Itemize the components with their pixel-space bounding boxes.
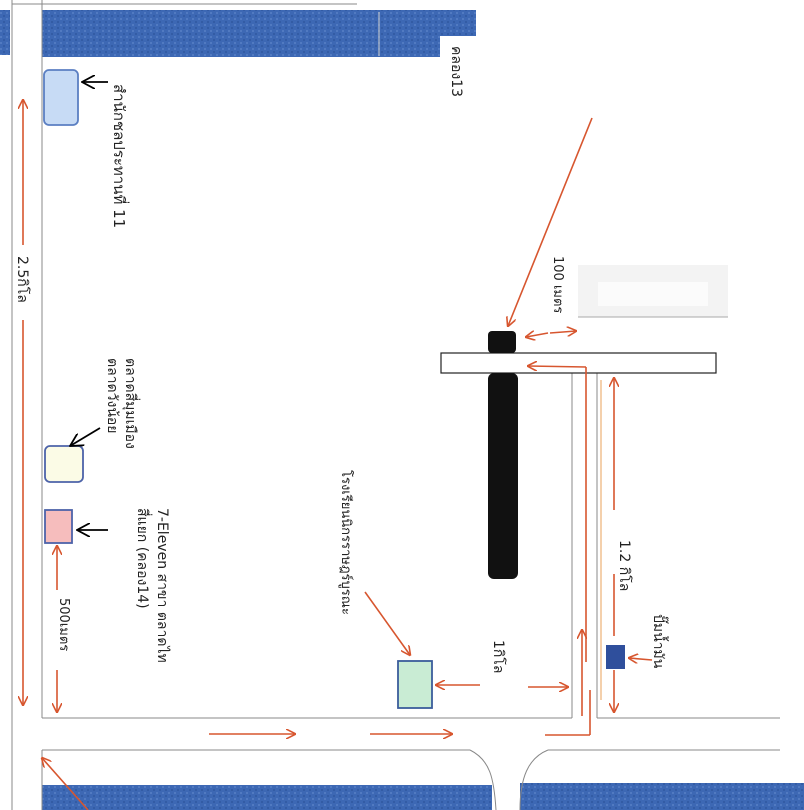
- office-label: สำนักชลประทานที่ 11: [110, 84, 130, 228]
- distance-100m-label: 100 เมตร: [550, 256, 565, 313]
- office-marker: [43, 69, 79, 126]
- black-pointer-arrows: [70, 82, 108, 530]
- red-route-arrows: [23, 100, 653, 810]
- seven-eleven-marker: [44, 509, 73, 544]
- top-road-band: [42, 10, 476, 57]
- school-marker: [397, 660, 433, 709]
- destination-building: [488, 373, 518, 579]
- market-label-1: ตลาดสี่มุมเมือง: [122, 358, 140, 449]
- left-edge-road-band: [0, 10, 10, 55]
- school-label: โรงเรียนนิกรราษฎร์บูรณะ: [338, 470, 354, 615]
- canal-13-label: คลอง13: [448, 46, 464, 97]
- bottom-road-band-left: [42, 785, 492, 810]
- distance-2-5km-label: 2.5กิโล: [14, 256, 31, 303]
- gas-station-label: ปั๊มน้ำมัน: [650, 614, 669, 669]
- seven-eleven-label-2: สี่แยก (คลอง14): [134, 508, 152, 609]
- gas-station-marker: [606, 645, 625, 669]
- distance-1km-label: 1กิโล: [490, 640, 507, 673]
- bottom-road-band-right: [520, 783, 804, 810]
- overpass-bridge: [440, 352, 717, 374]
- market-label-2: ตลาดวังน้อย: [104, 358, 120, 434]
- destination-building-top: [488, 331, 516, 353]
- faded-building-inner: [598, 282, 708, 306]
- market-marker: [44, 445, 84, 483]
- distance-500m-label: 500เมตร: [56, 598, 71, 651]
- seven-eleven-label-1: 7-Eleven สาขา ตลาดไท: [154, 508, 171, 663]
- distance-1-2km-label: 1.2 กิโล: [616, 540, 633, 591]
